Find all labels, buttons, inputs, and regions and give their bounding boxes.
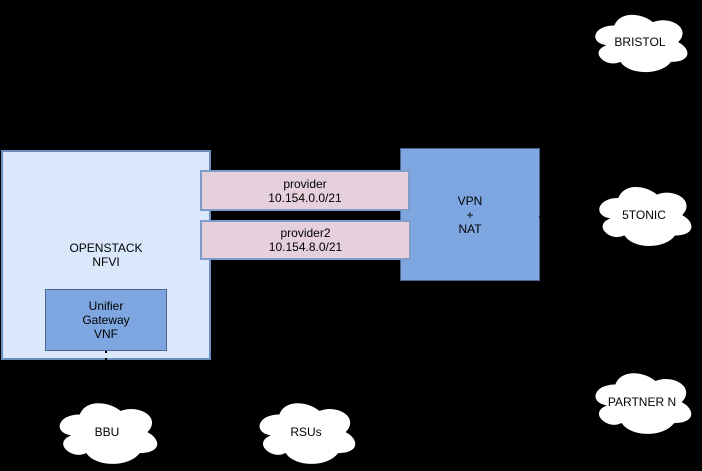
rsus-cloud-label: RSUs xyxy=(290,425,322,439)
vpn-nat-box: VPN + NAT xyxy=(400,148,540,281)
provider-network-box: provider 10.154.0.0/21 xyxy=(200,170,410,211)
partner-n-cloud-label: PARTNER N xyxy=(607,395,677,409)
provider-name: provider xyxy=(283,176,327,191)
provider2-subnet: 10.154.8.0/21 xyxy=(268,240,343,254)
cloud-icon xyxy=(52,396,162,468)
bristol-cloud-label: BRISTOL xyxy=(614,35,666,49)
unifier-label-line1: Unifier xyxy=(88,299,124,313)
cloud-icon xyxy=(588,366,696,438)
bbu-cloud-label: BBU xyxy=(94,425,120,439)
openstack-label-line2: NFVI xyxy=(92,255,120,269)
openstack-label-line1: OPENSTACK xyxy=(69,241,143,255)
unifier-gateway-vnf-box: Unifier Gateway VNF xyxy=(45,289,167,351)
unifier-label-line3: VNF xyxy=(94,327,118,341)
vpn-to-5tonic-connector xyxy=(538,215,594,218)
5tonic-cloud: 5TONIC xyxy=(592,180,696,250)
provider2-network-box: provider2 10.154.8.0/21 xyxy=(200,220,411,260)
rsus-cloud: RSUs xyxy=(252,396,360,468)
provider-subnet: 10.154.0.0/21 xyxy=(268,190,342,205)
provider2-name: provider2 xyxy=(280,226,331,240)
vpn-label-line3: NAT xyxy=(458,221,482,236)
vpn-label-line2: + xyxy=(466,207,474,222)
bristol-cloud: BRISTOL xyxy=(588,8,692,76)
5tonic-cloud-label: 5TONIC xyxy=(622,208,666,222)
cloud-icon xyxy=(252,396,360,468)
partner-n-cloud: PARTNER N xyxy=(588,366,696,438)
bbu-cloud: BBU xyxy=(52,396,162,468)
cloud-icon xyxy=(588,8,692,76)
cloud-icon xyxy=(592,180,696,250)
unifier-label-line2: Gateway xyxy=(82,313,130,327)
vpn-label-line1: VPN xyxy=(457,193,483,208)
